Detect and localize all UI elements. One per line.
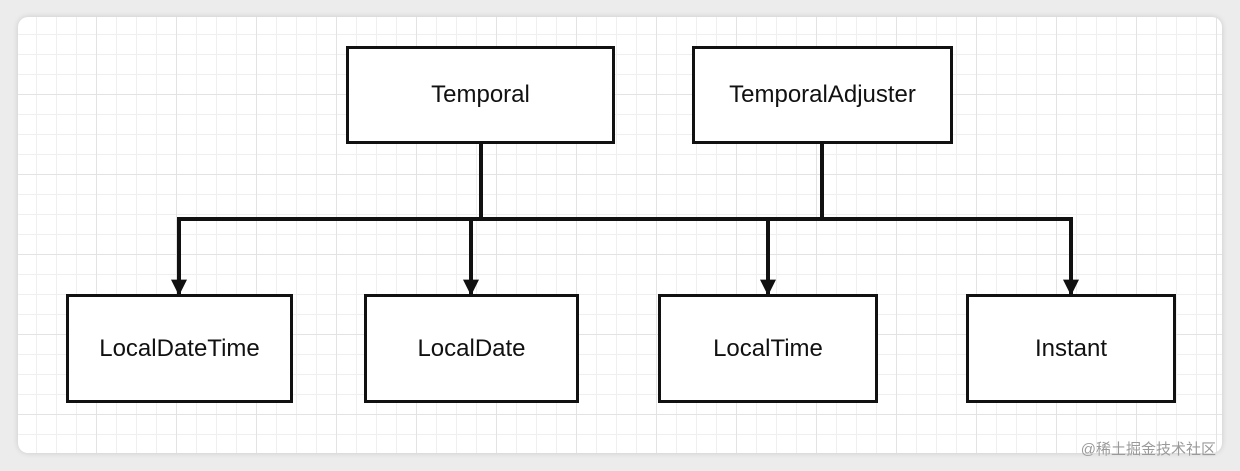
temporal-adjuster-label: TemporalAdjuster bbox=[729, 81, 916, 108]
temporal-node: Temporal bbox=[346, 46, 615, 144]
localdatetime-label: LocalDateTime bbox=[99, 334, 260, 362]
instant-node: Instant bbox=[966, 294, 1176, 403]
localtime-node: LocalTime bbox=[658, 294, 878, 403]
temporal-label: Temporal bbox=[431, 81, 530, 108]
temporal-adjuster-node: TemporalAdjuster bbox=[692, 46, 953, 144]
localdate-label: LocalDate bbox=[417, 334, 526, 362]
watermark: @稀土掘金技术社区 bbox=[1080, 441, 1216, 458]
instant-label: Instant bbox=[1034, 334, 1108, 362]
localdate-node: LocalDate bbox=[364, 294, 579, 403]
localtime-label: LocalTime bbox=[713, 334, 823, 362]
localdatetime-node: LocalDateTime bbox=[66, 294, 293, 403]
